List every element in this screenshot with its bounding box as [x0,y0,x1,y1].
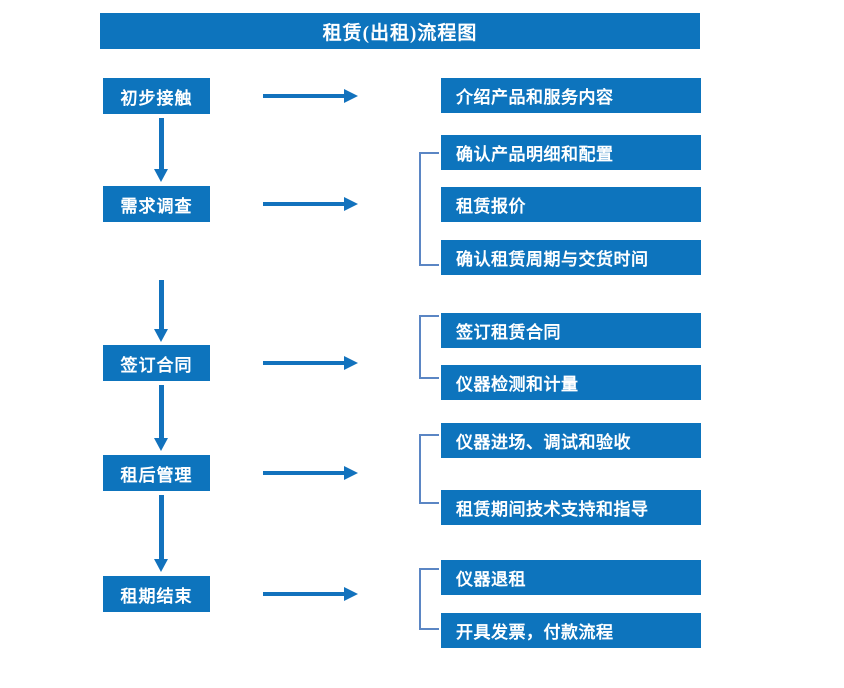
flow-arrow-right-4 [263,466,358,480]
arrow-head [154,329,168,342]
detail-box-5[interactable]: 签订租赁合同 [441,313,701,348]
arrow-head [344,587,358,601]
arrow-shaft [263,202,345,206]
arrow-shaft [159,118,164,169]
detail-box-1[interactable]: 介绍产品和服务内容 [441,78,701,113]
arrow-head [154,169,168,182]
bracket-stub-bottom [421,264,439,266]
bracket-stub-top [421,434,439,436]
stage-box-1[interactable]: 初步接触 [103,78,210,114]
flow-arrow-right-5 [263,587,358,601]
arrow-head [154,438,168,451]
detail-box-9[interactable]: 仪器退租 [441,560,701,595]
flow-arrow-down-4 [154,495,168,572]
arrow-head [344,466,358,480]
arrow-shaft [159,280,164,329]
arrow-shaft [159,495,164,559]
group-bracket-1 [419,152,441,266]
detail-box-6[interactable]: 仪器检测和计量 [441,365,701,400]
bracket-stub-top [421,568,439,570]
detail-box-2[interactable]: 确认产品明细和配置 [441,135,701,170]
flow-arrow-right-2 [263,197,358,211]
arrow-shaft [263,592,345,596]
arrow-head [344,197,358,211]
flow-arrow-right-1 [263,89,358,103]
arrow-shaft [263,471,345,475]
bracket-stub-bottom [421,628,439,630]
flow-arrow-right-3 [263,356,358,370]
flow-arrow-down-3 [154,385,168,451]
detail-box-3[interactable]: 租赁报价 [441,187,701,222]
bracket-stub-bottom [421,377,439,379]
page-title: 租赁(出租)流程图 [100,13,700,49]
stage-box-5[interactable]: 租期结束 [103,576,210,612]
arrow-head [344,356,358,370]
arrow-head [344,89,358,103]
stage-box-2[interactable]: 需求调查 [103,186,210,222]
arrow-shaft [263,361,345,365]
detail-box-7[interactable]: 仪器进场、调试和验收 [441,423,701,458]
arrow-shaft [159,385,164,438]
bracket-stub-top [421,152,439,154]
detail-box-8[interactable]: 租赁期间技术支持和指导 [441,490,701,525]
stage-box-3[interactable]: 签订合同 [103,345,210,381]
bracket-stub-bottom [421,502,439,504]
detail-box-4[interactable]: 确认租赁周期与交货时间 [441,240,701,275]
detail-box-10[interactable]: 开具发票，付款流程 [441,613,701,648]
group-bracket-4 [419,568,441,630]
bracket-stub-top [421,315,439,317]
group-bracket-2 [419,315,441,379]
flow-arrow-down-2 [154,280,168,342]
group-bracket-3 [419,434,441,504]
stage-box-4[interactable]: 租后管理 [103,455,210,491]
flow-arrow-down-1 [154,118,168,182]
arrow-shaft [263,94,345,98]
arrow-head [154,559,168,572]
